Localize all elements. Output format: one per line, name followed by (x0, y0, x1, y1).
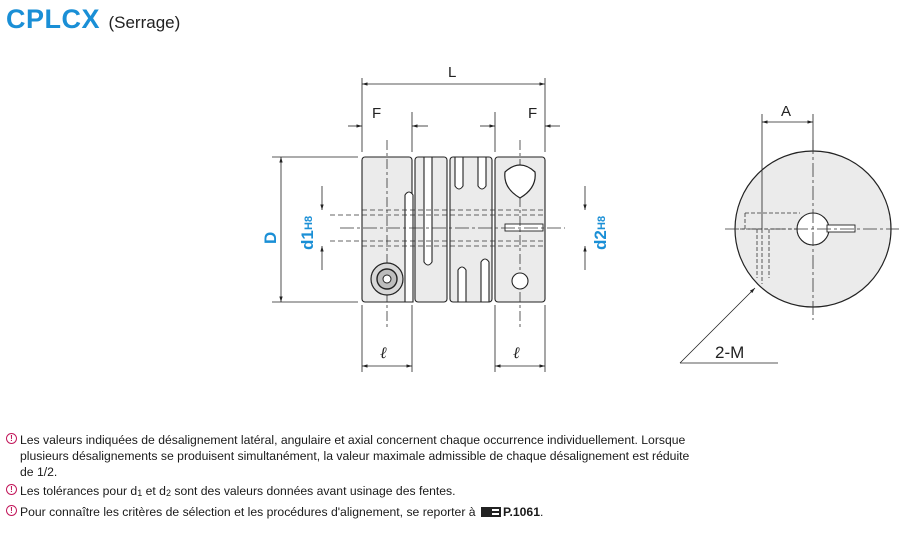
note-2-text-b: et d (142, 484, 166, 498)
technical-drawing: L F F D d1 H8 d2 H8 ℓ ℓ (261, 64, 899, 372)
product-subtitle: (Serrage) (108, 13, 181, 32)
dim-A: A (781, 103, 791, 120)
slit-2 (423, 156, 433, 266)
screw-hole (511, 272, 529, 290)
tip-icon: ! (6, 433, 17, 444)
slit-4 (477, 156, 487, 190)
dim-d1: d1 (298, 230, 317, 250)
dim-l-left: ℓ (380, 343, 387, 362)
note-2-sub-1: 1 (137, 488, 143, 498)
tip-icon: ! (6, 484, 17, 495)
note-2-text-c: sont des valeurs données avant usinage d… (170, 484, 456, 498)
note-misalignment: ! Les valeurs indiquées de désalignement… (6, 432, 696, 480)
dim-d2-tolerance: H8 (596, 216, 608, 230)
clamp-screw-icon (370, 262, 404, 296)
tip-icon: ! (6, 505, 17, 516)
slit-5 (457, 266, 467, 303)
note-3-text: Pour connaître les critères de sélection… (20, 505, 476, 519)
note-tolerance: ! Les tolérances pour d1 et d2 sont des … (6, 483, 696, 501)
end-view: A 2-M (679, 103, 899, 364)
dim-D: D (261, 232, 280, 244)
note-1-text: Les valeurs indiquées de désalignement l… (20, 433, 690, 479)
note-2-text-a: Les tolérances pour d (20, 484, 138, 498)
notes: ! Les valeurs indiquées de désalignement… (6, 432, 696, 523)
slit-6 (480, 258, 490, 303)
title: CPLCX (Serrage) (6, 4, 180, 35)
screw-spec-label: 2-M (715, 343, 744, 362)
page-reference-link[interactable]: P.1061 (502, 505, 540, 519)
catalog-reference-icon (480, 507, 501, 517)
cam-hole (504, 164, 536, 199)
dim-F-left: F (372, 105, 381, 122)
product-code: CPLCX (6, 4, 101, 34)
dim-l-right: ℓ (513, 343, 520, 362)
dim-d1-tolerance: H8 (303, 216, 315, 230)
note-2-sub-2: 2 (165, 488, 171, 498)
dim-d2: d2 (591, 230, 610, 250)
note-3-end: . (540, 505, 544, 519)
slit-1 (404, 191, 414, 303)
slit-3 (454, 156, 464, 190)
dim-F-right: F (528, 105, 537, 122)
note-selection: ! Pour connaître les critères de sélecti… (6, 504, 696, 520)
dim-L: L (448, 64, 456, 81)
